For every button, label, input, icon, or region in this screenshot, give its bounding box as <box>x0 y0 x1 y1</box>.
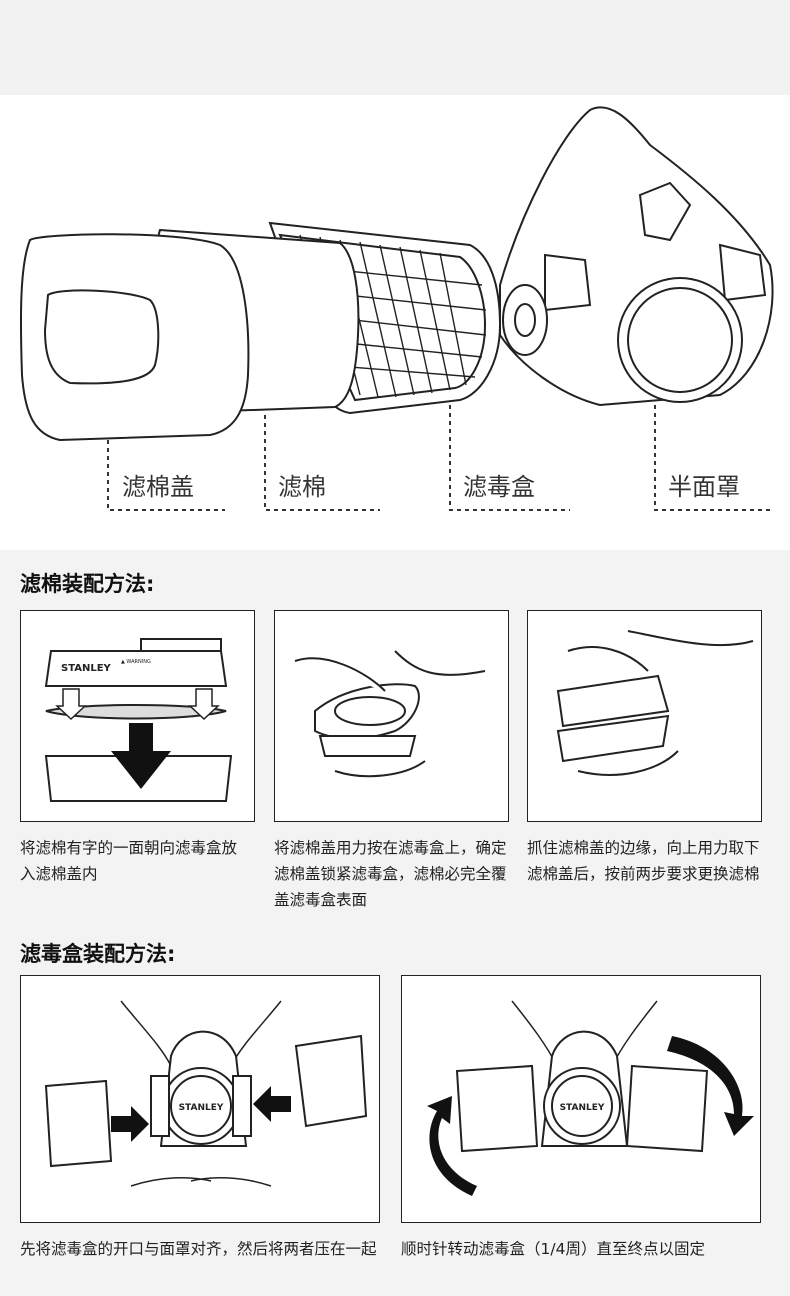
step-panel-3 <box>527 610 762 822</box>
cartridge-step1-illustration: STANLEY <box>44 1000 368 1187</box>
step-caption-3: 抓住滤棉盖的边缘，向上用力取下滤棉盖后，按前两步要求更换滤棉 <box>527 839 760 883</box>
exploded-diagram: 滤棉盖 滤棉 滤毒盒 半面罩 <box>0 95 790 550</box>
step-panel-1: STANLEY ▲ WARNING <box>20 610 255 822</box>
respirator-illustration <box>19 106 774 511</box>
top-band <box>0 0 790 95</box>
section-title: 滤毒盒装配方法: <box>20 942 176 966</box>
cartridge-caption-2: 顺时针转动滤毒盒（1/4周）直至终点以固定 <box>401 1240 705 1258</box>
section-title: 滤棉装配方法: <box>20 572 155 596</box>
cartridge-step-panel-1: STANLEY <box>20 975 380 1223</box>
cartridge-caption-1: 先将滤毒盒的开口与面罩对齐，然后将两者压在一起 <box>20 1240 377 1258</box>
step1-illustration: STANLEY ▲ WARNING <box>44 638 233 802</box>
label-half-mask: 半面罩 <box>668 473 740 501</box>
cartridge-assembly-section: 滤毒盒装配方法: STANLEY <box>0 922 790 1296</box>
step-caption-2: 将滤棉盖用力按在滤毒盒上，确定滤棉盖锁紧滤毒盒，滤棉必完全覆盖滤毒盒表面 <box>274 839 507 909</box>
label-filter-cover: 滤棉盖 <box>122 473 194 501</box>
label-filter-cotton: 滤棉 <box>278 473 326 501</box>
brand-text: STANLEY <box>179 1103 224 1113</box>
step3-illustration <box>556 630 754 776</box>
cartridge-step2-illustration: STANLEY <box>427 1000 754 1196</box>
step-caption-1: 将滤棉有字的一面朝向滤毒盒放入滤棉盖内 <box>20 839 238 883</box>
label-cartridge: 滤毒盒 <box>463 473 535 501</box>
step-panel-2 <box>274 610 509 822</box>
step2-illustration <box>294 650 486 778</box>
warning-text: ▲ WARNING <box>121 659 151 665</box>
brand-text: STANLEY <box>61 663 112 674</box>
filter-assembly-section: 滤棉装配方法: STANLEY ▲ WARNING <box>0 550 790 922</box>
brand-text: STANLEY <box>560 1103 605 1113</box>
cartridge-step-panel-2: STANLEY <box>401 975 761 1223</box>
